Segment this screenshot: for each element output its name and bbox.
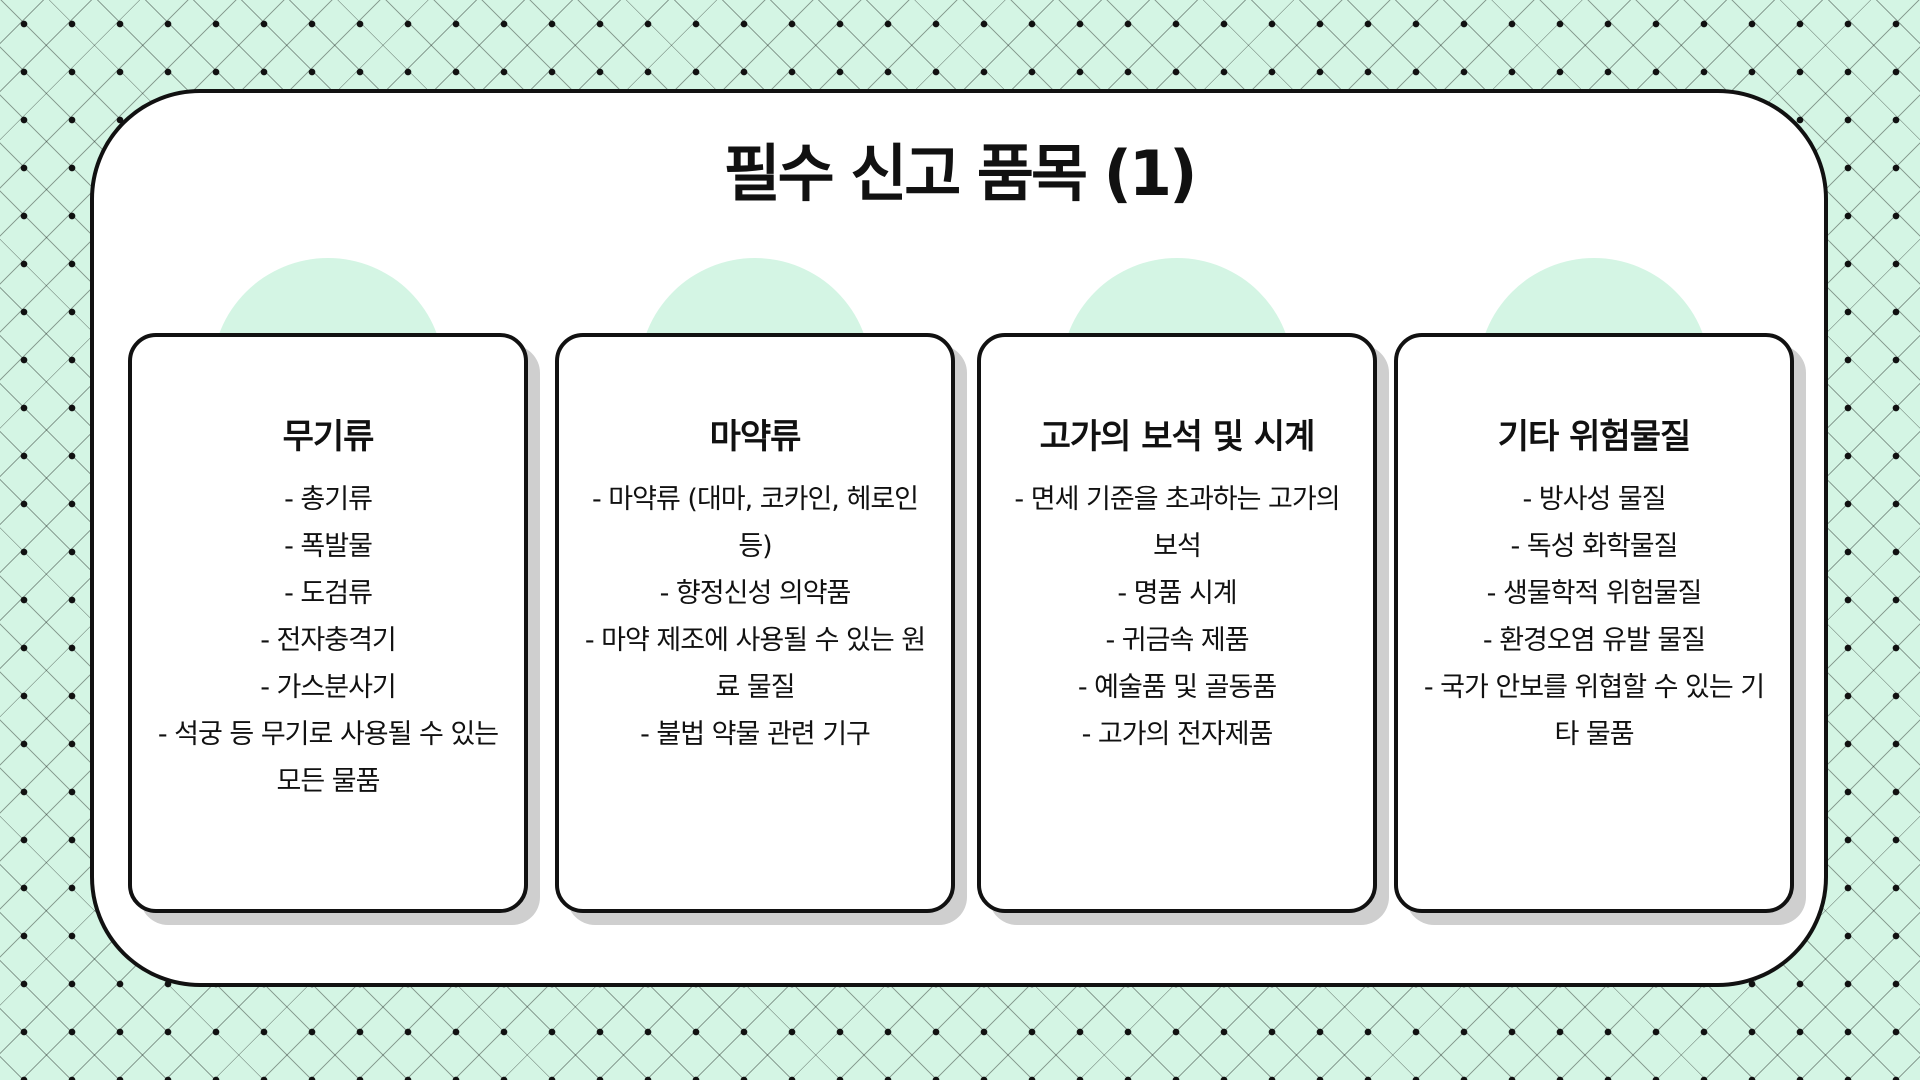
list-item: - 방사성 물질 — [1522, 484, 1666, 515]
list-item: - 명품 시계 — [1117, 578, 1237, 609]
card-drugs: 마약류 - 마약류 (대마, 코카인, 헤로인 등) - 향정신성 의약품 - … — [555, 258, 967, 925]
list-item: - 총기류 — [284, 484, 373, 515]
card-title: 무기류 — [282, 417, 375, 457]
list-item: - 예술품 및 골동품 — [1077, 672, 1277, 703]
item-list: - 면세 기준을 초과하는 고가의 보석 - 명품 시계 - 귀금속 제품 - … — [1005, 476, 1349, 758]
list-item: - 생물학적 위험물질 — [1486, 578, 1703, 609]
item-list: - 총기류 - 폭발물 - 도검류 - 전자충격기 - 가스분사기 - 석궁 등… — [156, 476, 500, 805]
card-title: 기타 위험물질 — [1497, 417, 1692, 457]
list-item: - 가스분사기 — [260, 672, 397, 703]
list-item: - 국가 안보를 위협할 수 있는 기타 물품 — [1423, 672, 1765, 750]
list-item: - 폭발물 — [284, 531, 373, 562]
card-title: 고가의 보석 및 시계 — [1039, 417, 1316, 457]
list-item: - 전자충격기 — [260, 625, 397, 656]
card-panel: 기타 위험물질 - 방사성 물질 - 독성 화학물질 - 생물학적 위험물질 -… — [1394, 333, 1794, 913]
list-item: - 불법 약물 관련 기구 — [640, 719, 871, 750]
slide-panel: 필수 신고 품목 (1) 무기류 - 총기류 - 폭발물 - 도검류 - 전자충… — [90, 89, 1828, 987]
card-panel: 무기류 - 총기류 - 폭발물 - 도검류 - 전자충격기 - 가스분사기 - … — [128, 333, 528, 913]
card-panel: 고가의 보석 및 시계 - 면세 기준을 초과하는 고가의 보석 - 명품 시계… — [977, 333, 1377, 913]
list-item: - 마약 제조에 사용될 수 있는 원료 물질 — [584, 625, 926, 703]
list-item: - 귀금속 제품 — [1105, 625, 1249, 656]
page-title: 필수 신고 품목 (1) — [723, 137, 1198, 210]
list-item: - 독성 화학물질 — [1510, 531, 1679, 562]
card-panel: 마약류 - 마약류 (대마, 코카인, 헤로인 등) - 향정신성 의약품 - … — [555, 333, 955, 913]
list-item: - 도검류 — [284, 578, 373, 609]
list-item: - 면세 기준을 초과하는 고가의 보석 — [1014, 484, 1340, 562]
list-item: - 향정신성 의약품 — [659, 578, 852, 609]
item-list: - 마약류 (대마, 코카인, 헤로인 등) - 향정신성 의약품 - 마약 제… — [583, 476, 927, 758]
list-item: - 마약류 (대마, 코카인, 헤로인 등) — [591, 484, 919, 562]
card-weapons: 무기류 - 총기류 - 폭발물 - 도검류 - 전자충격기 - 가스분사기 - … — [128, 258, 540, 925]
card-hazardous: 기타 위험물질 - 방사성 물질 - 독성 화학물질 - 생물학적 위험물질 -… — [1394, 258, 1806, 925]
card-jewelry: 고가의 보석 및 시계 - 면세 기준을 초과하는 고가의 보석 - 명품 시계… — [977, 258, 1389, 925]
list-item: - 고가의 전자제품 — [1081, 719, 1274, 750]
list-item: - 석궁 등 무기로 사용될 수 있는 모든 물품 — [157, 719, 499, 797]
card-title: 마약류 — [709, 417, 802, 457]
list-item: - 환경오염 유발 물질 — [1482, 625, 1706, 656]
item-list: - 방사성 물질 - 독성 화학물질 - 생물학적 위험물질 - 환경오염 유발… — [1422, 476, 1766, 758]
